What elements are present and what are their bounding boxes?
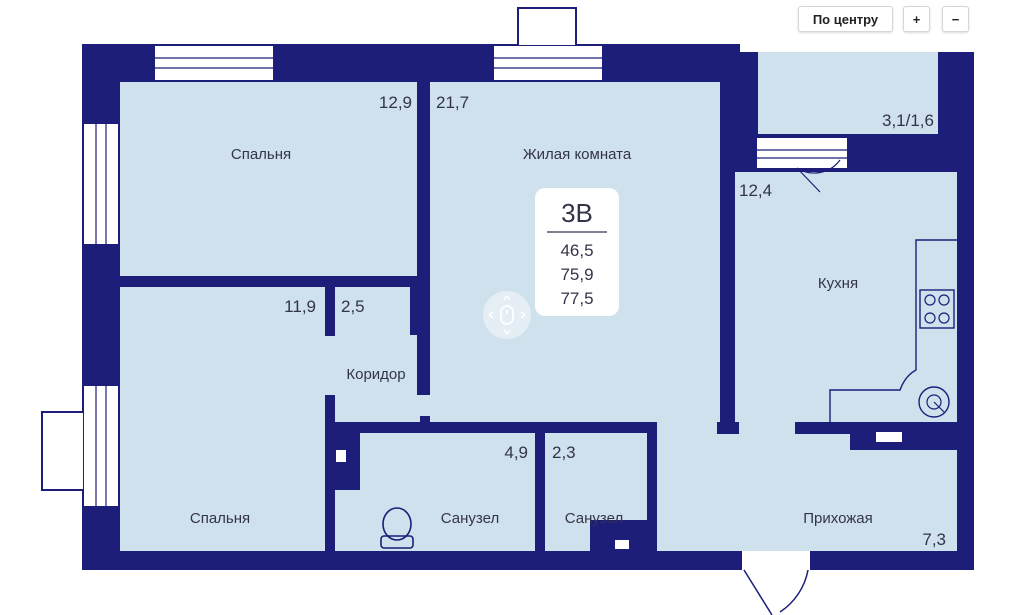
bathroom-right-name: Санузел [565, 510, 623, 527]
window-bedroom-top-side [84, 124, 118, 244]
wall-living-left [417, 82, 430, 358]
wall-kitchen-left [720, 172, 735, 422]
wall-kitchen-niche [850, 422, 957, 450]
bedroom-top-area: 12,9 [379, 93, 412, 112]
floor-kitchen [735, 172, 957, 422]
bedroom-bottom-name: Спальня [190, 510, 250, 527]
apartment-badge: 3B 46,5 75,9 77,5 [535, 188, 619, 316]
apartment-type: 3B [561, 198, 593, 228]
hallway-area: 7,3 [922, 530, 946, 549]
balcony-cutout [740, 44, 974, 52]
floor-corridor-upper [325, 287, 417, 395]
shaft-opening-left [336, 450, 346, 462]
move-hand-icon[interactable] [483, 291, 531, 339]
zoom-out-button[interactable]: − [942, 6, 969, 32]
wall-kitchen-stub [717, 422, 739, 434]
corridor-name: Коридор [346, 366, 405, 383]
sink-icon [918, 386, 950, 418]
kitchen-name: Кухня [818, 275, 858, 292]
floor-bedroom-bottom [120, 287, 325, 551]
center-view-button[interactable]: По центру [798, 6, 893, 32]
bedroom-top-name: Спальня [231, 146, 291, 163]
total-area-with-balcony: 77,5 [560, 289, 593, 308]
entry-door [742, 551, 810, 615]
wall-bath-right-lower [647, 520, 657, 551]
wall-door-post [420, 416, 430, 423]
balcony-area: 3,1/1,6 [882, 111, 934, 130]
kitchen-counter [829, 239, 957, 422]
wall-corridor-stub [325, 276, 335, 336]
living-room-area: 21,7 [436, 93, 469, 112]
balcony-door [757, 138, 847, 193]
bathroom-left-name: Санузел [441, 510, 499, 527]
wall-bath-right-upper [647, 422, 657, 468]
corridor-area: 2,5 [341, 297, 365, 316]
window-living-room [494, 7, 602, 80]
bedroom-bottom-area: 11,9 [284, 297, 316, 316]
wall-living-pier [410, 280, 420, 335]
floor-balcony [758, 52, 938, 134]
shaft-opening-right [615, 540, 629, 549]
floor-bathroom-left [335, 433, 535, 551]
bathroom-right-area: 2,3 [552, 443, 576, 462]
living-room-name: Жилая комната [523, 146, 632, 163]
stove-icon [919, 289, 955, 329]
window-bedroom-bottom-side [41, 386, 118, 506]
zoom-in-button[interactable]: + [903, 6, 930, 32]
wall-bath-divider [535, 422, 545, 551]
bathroom-left-area: 4,9 [504, 443, 528, 462]
kitchen-area: 12,4 [739, 181, 772, 200]
hallway-name: Прихожая [803, 510, 873, 527]
living-area: 46,5 [560, 241, 593, 260]
floor-bedroom-top [120, 82, 417, 276]
wall-bedrooms [120, 276, 350, 286]
toilet-icon [380, 507, 414, 549]
total-area: 75,9 [560, 265, 593, 284]
shaft-opening-kitchen [876, 432, 902, 442]
window-bedroom-top [155, 46, 273, 80]
